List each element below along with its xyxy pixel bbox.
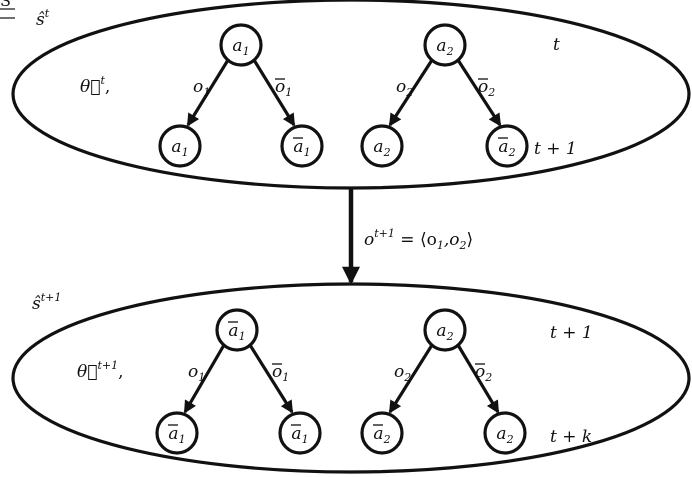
- edge-label: o2: [394, 362, 411, 384]
- node-label: a1: [171, 137, 188, 159]
- state-top-tree-2: a2 a2 a2 o2 o2: [360, 23, 529, 168]
- state-bottom-ellipse: [11, 282, 691, 474]
- state-bottom: ŝt+1 θ⃗t+1, t + 1 t + k a1 a1 a1 o1 o1: [11, 282, 691, 474]
- edge-label: o1: [193, 77, 210, 99]
- edge-label-bar: o1: [275, 77, 292, 99]
- node-label: a2: [373, 137, 390, 159]
- transition-label: ot+1 = ⟨o1,o2⟩: [364, 227, 473, 252]
- edge-arrow: [456, 59, 502, 127]
- tree-node: [360, 411, 404, 455]
- tree-node: [219, 23, 263, 67]
- edge-arrow: [252, 59, 296, 127]
- state-top-time-bottom: t + 1: [534, 139, 577, 159]
- edge-arrow: [186, 59, 230, 127]
- node-label: a2: [436, 36, 453, 58]
- tree-node: [155, 411, 199, 455]
- state-bottom-tree-1: a1 a1 a1 o1 o1: [155, 308, 322, 455]
- tree-node: [158, 124, 202, 168]
- node-label: a1: [232, 36, 249, 58]
- tree-node: [423, 308, 467, 352]
- state-top: ŝt θ⃗t, t t + 1 a1 a1 a1 o1 o1 a2: [11, 0, 691, 190]
- tree-node: [215, 308, 259, 352]
- edge-label: o1: [188, 362, 205, 384]
- edge-label-bar: o1: [272, 362, 289, 384]
- state-bottom-time-bottom: t + k: [550, 427, 592, 447]
- tree-node: [483, 411, 527, 455]
- node-label-bar: a2: [498, 137, 515, 159]
- node-label-bar: a1: [168, 424, 185, 446]
- tree-node: [423, 23, 467, 67]
- edge-arrow: [248, 344, 294, 414]
- edge-label: o2: [396, 77, 413, 99]
- edge-arrow: [388, 344, 434, 414]
- transition: ot+1 = ⟨o1,o2⟩: [342, 189, 473, 285]
- state-bottom-tree-2: a2 a2 a2 o2 o2: [360, 308, 527, 455]
- state-top-belief: θ⃗t,: [80, 74, 110, 97]
- state-bottom-time-top: t + 1: [550, 323, 593, 343]
- tree-node: [280, 124, 324, 168]
- edge-arrow: [183, 344, 226, 414]
- node-label-bar: a1: [291, 424, 308, 446]
- node-label-bar: a1: [293, 137, 310, 159]
- tree-node: [485, 124, 529, 168]
- corner-fragment-text: S: [0, 0, 11, 10]
- state-top-tree-1: a1 a1 a1 o1 o1: [158, 23, 324, 168]
- node-label: a2: [436, 321, 453, 343]
- tree-node: [278, 411, 322, 455]
- edge-label-bar: o2: [478, 77, 495, 99]
- state-top-ellipse: [11, 0, 691, 190]
- node-label-bar: a2: [373, 424, 390, 446]
- state-bottom-label: ŝt+1: [32, 291, 61, 314]
- edge-arrow: [456, 344, 500, 414]
- edge-label-bar: o2: [475, 362, 492, 384]
- edge-arrow: [388, 59, 434, 127]
- corner-fragment: S: [0, 0, 15, 19]
- state-bottom-belief: θ⃗t+1,: [77, 359, 123, 382]
- node-label-bar: a1: [228, 321, 245, 343]
- state-top-label: ŝt: [36, 7, 50, 30]
- node-label: a2: [496, 424, 513, 446]
- state-top-time-top: t: [553, 35, 560, 55]
- tree-node: [360, 124, 404, 168]
